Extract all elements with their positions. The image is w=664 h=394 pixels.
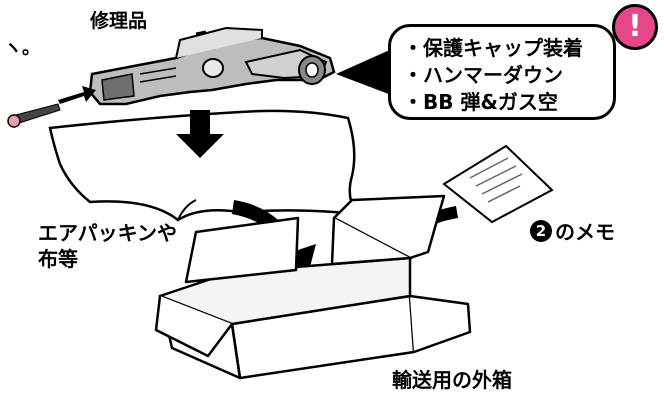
exclamation-icon: ! bbox=[612, 4, 658, 50]
memo-number-badge: 2 bbox=[530, 219, 552, 242]
packing-material-label: エアパッキンや 布等 bbox=[38, 220, 177, 272]
gun-illustration bbox=[88, 26, 336, 106]
shipping-box bbox=[154, 194, 472, 380]
outer-box-label: 輸送用の外箱 bbox=[392, 368, 512, 392]
down-arrow bbox=[176, 110, 224, 158]
packing-sheet bbox=[48, 109, 359, 222]
checklist-item: ・保護キャップ装着 bbox=[403, 36, 583, 60]
memo-label: 2 のメモ bbox=[530, 216, 615, 245]
checklist-item: ・ハンマーダウン bbox=[403, 63, 563, 87]
checklist-item: ・BB 弾&ガス空 bbox=[403, 90, 558, 114]
memo-paper bbox=[442, 144, 554, 224]
repair-item-label: 修理品 bbox=[90, 10, 148, 32]
memo-label-text: のメモ bbox=[555, 220, 615, 244]
packing-material-line: 布等 bbox=[38, 247, 78, 271]
packing-material-line: エアパッキンや bbox=[38, 221, 177, 245]
checklist-callout: ・保護キャップ装着 ・ハンマーダウン ・BB 弾&ガス空 bbox=[388, 24, 616, 120]
fragment-text: ヽ。 bbox=[4, 38, 40, 59]
